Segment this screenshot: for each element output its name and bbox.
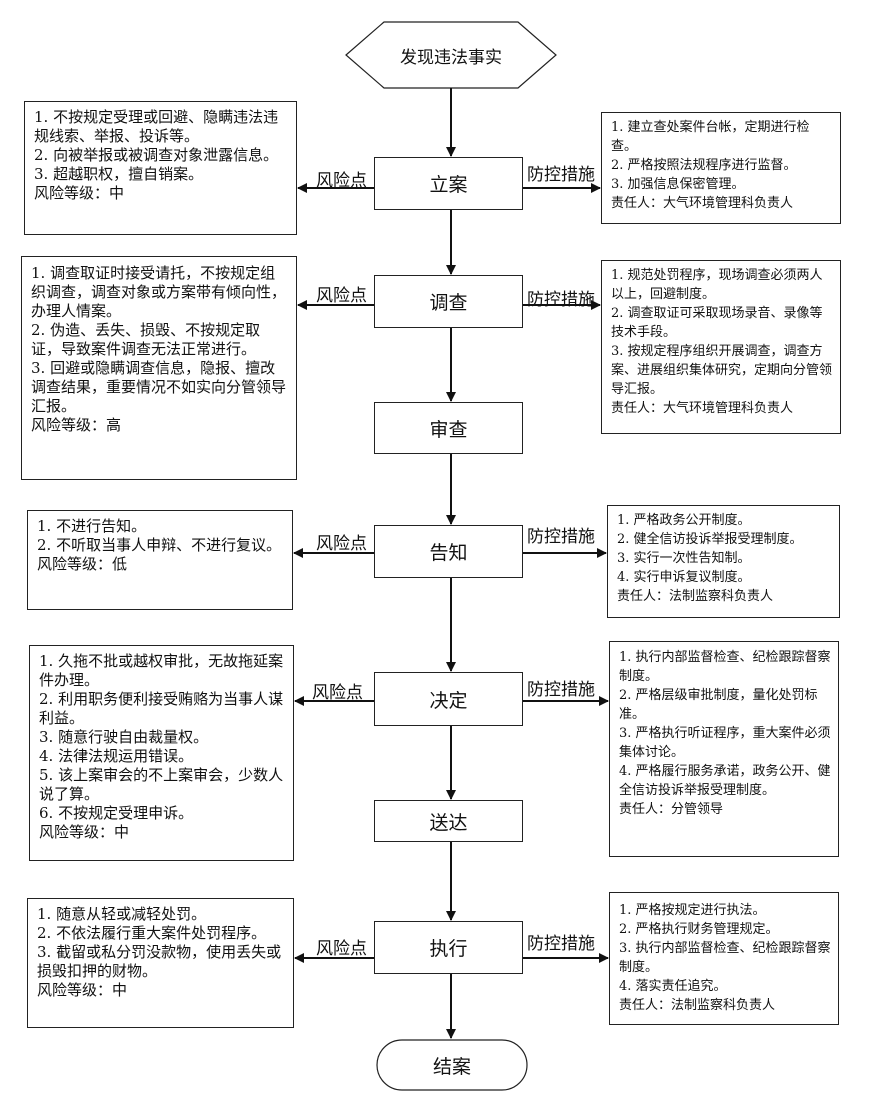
control-label-diaocha: 防控措施 (527, 290, 595, 310)
control-box-zhixing: 1. 严格按规定进行执法。 2. 严格执行财务管理规定。 3. 执行内部监督检查… (609, 892, 839, 1025)
risk-box-gaozhi: 1. 不进行告知。 2. 不听取当事人申辩、不进行复议。 风险等级：低 (27, 510, 293, 610)
control-gaozhi-item-3: 3. 实行一次性告知制。 (617, 551, 751, 566)
control-lian-item-3: 3. 加强信息保密管理。 (611, 177, 745, 192)
risk-label-jueding: 风险点 (312, 683, 363, 703)
control-label-gaozhi: 防控措施 (527, 527, 595, 547)
step-jueding: 决定 (374, 672, 523, 726)
control-zhixing-item-2: 2. 严格执行财务管理规定。 (619, 922, 779, 937)
risk-jueding-item-6: 6. 不按规定受理申诉。 (39, 804, 194, 822)
risk-jueding-level: 风险等级：中 (39, 823, 130, 841)
control-label-lian: 防控措施 (527, 165, 595, 185)
step-diaocha: 调查 (374, 275, 523, 328)
risk-diaocha-level: 风险等级：高 (31, 416, 122, 434)
control-gaozhi-item-4: 4. 实行申诉复议制度。 (617, 570, 751, 585)
control-box-gaozhi: 1. 严格政务公开制度。 2. 健全信访投诉举报受理制度。 3. 实行一次性告知… (607, 505, 840, 618)
risk-gaozhi-item-1: 1. 不进行告知。 (37, 517, 147, 535)
control-gaozhi-owner: 责任人：法制监察科负责人 (617, 589, 774, 604)
step-zhixing: 执行 (374, 921, 523, 974)
control-jueding-item-3: 3. 严格执行听证程序，重大案件必须集体讨论。 (619, 726, 831, 760)
control-diaocha-owner: 责任人：大气环境管理科负责人 (611, 401, 794, 416)
control-jueding-item-1: 1. 执行内部监督检查、纪检跟踪督察制度。 (619, 650, 831, 684)
risk-gaozhi-level: 风险等级：低 (37, 555, 128, 573)
risk-label-gaozhi: 风险点 (316, 534, 367, 554)
risk-box-jueding: 1. 久拖不批或越权审批，无故拖延案件办理。 2. 利用职务便利接受贿赂为当事人… (29, 645, 294, 861)
control-zhixing-item-3: 3. 执行内部监督检查、纪检跟踪督察制度。 (619, 941, 831, 975)
risk-box-lian: 1. 不按规定受理或回避、隐瞒违法违规线索、举报、投诉等。 2. 向被举报或被调… (24, 101, 297, 235)
control-lian-item-1: 1. 建立查处案件台帐，定期进行检查。 (611, 120, 810, 154)
risk-jueding-item-4: 4. 法律法规运用错误。 (39, 747, 194, 765)
end-node-label: 结案 (432, 1055, 471, 1078)
risk-jueding-item-1: 1. 久拖不批或越权审批，无故拖延案件办理。 (39, 652, 284, 689)
risk-box-diaocha: 1. 调查取证时接受请托，不按规定组织调查，调查对象或方案带有倾向性，办理人情案… (21, 256, 297, 480)
step-shencha: 审查 (374, 402, 523, 454)
control-gaozhi-item-2: 2. 健全信访投诉举报受理制度。 (617, 532, 803, 547)
control-zhixing-item-1: 1. 严格按规定进行执法。 (619, 903, 766, 918)
control-diaocha-item-3: 3. 按规定程序组织开展调查，调查方案、进展组织集体研究，定期向分管领导汇报。 (611, 344, 833, 397)
risk-zhixing-item-3: 3. 截留或私分罚没款物，使用丢失或损毁扣押的财物。 (37, 943, 282, 980)
risk-jueding-item-3: 3. 随意行驶自由裁量权。 (39, 728, 209, 746)
control-diaocha-item-1: 1. 规范处罚程序，现场调查必须两人以上，回避制度。 (611, 268, 823, 302)
control-label-jueding: 防控措施 (527, 680, 595, 700)
risk-zhixing-item-2: 2. 不依法履行重大案件处罚程序。 (37, 924, 267, 942)
step-lian: 立案 (374, 157, 523, 210)
step-songda: 送达 (374, 800, 523, 842)
control-zhixing-owner: 责任人：法制监察科负责人 (619, 998, 776, 1013)
end-terminal (376, 1039, 528, 1091)
risk-label-zhixing: 风险点 (316, 939, 367, 959)
risk-label-lian: 风险点 (316, 171, 367, 191)
control-lian-owner: 责任人：大气环境管理科负责人 (611, 196, 794, 211)
risk-diaocha-item-1: 1. 调查取证时接受请托，不按规定组织调查，调查对象或方案带有倾向性，办理人情案… (31, 264, 287, 320)
risk-jueding-item-5: 5. 该上案审会的不上案审会，少数人说了算。 (39, 766, 284, 803)
risk-gaozhi-item-2: 2. 不听取当事人申辩、不进行复议。 (37, 536, 282, 554)
control-jueding-owner: 责任人：分管领导 (619, 802, 724, 817)
control-box-diaocha: 1. 规范处罚程序，现场调查必须两人以上，回避制度。 2. 调查取证可采取现场录… (601, 260, 841, 434)
risk-zhixing-level: 风险等级：中 (37, 981, 128, 999)
control-diaocha-item-2: 2. 调查取证可采取现场录音、录像等技术手段。 (611, 306, 823, 340)
control-label-zhixing: 防控措施 (527, 934, 595, 954)
start-hexagon (345, 21, 557, 89)
control-box-jueding: 1. 执行内部监督检查、纪检跟踪督察制度。 2. 严格层级审批制度，量化处罚标准… (609, 641, 839, 857)
risk-label-diaocha: 风险点 (316, 286, 367, 306)
risk-lian-item-3: 3. 超越职权，擅自销案。 (34, 165, 204, 183)
risk-zhixing-item-1: 1. 随意从轻或减轻处罚。 (37, 905, 207, 923)
risk-diaocha-item-2: 2. 伪造、丢失、损毁、不按规定取证，导致案件调查无法正常进行。 (31, 321, 261, 358)
control-lian-item-2: 2. 严格按照法规程序进行监督。 (611, 158, 797, 173)
start-node-label: 发现违法事实 (400, 47, 502, 68)
step-gaozhi: 告知 (374, 525, 523, 578)
control-jueding-item-2: 2. 严格层级审批制度，量化处罚标准。 (619, 688, 818, 722)
control-jueding-item-4: 4. 严格履行服务承诺，政务公开、健全信访投诉举报受理制度。 (619, 764, 831, 798)
control-zhixing-item-4: 4. 落实责任追究。 (619, 979, 727, 994)
risk-box-zhixing: 1. 随意从轻或减轻处罚。 2. 不依法履行重大案件处罚程序。 3. 截留或私分… (27, 898, 294, 1028)
risk-lian-item-1: 1. 不按规定受理或回避、隐瞒违法违规线索、举报、投诉等。 (34, 108, 279, 145)
control-gaozhi-item-1: 1. 严格政务公开制度。 (617, 513, 751, 528)
risk-diaocha-item-3: 3. 回避或隐瞒调查信息，隐报、擅改调查结果，重要情况不如实向分管领导汇报。 (31, 359, 287, 415)
risk-lian-level: 风险等级：中 (34, 184, 125, 202)
control-box-lian: 1. 建立查处案件台帐，定期进行检查。 2. 严格按照法规程序进行监督。 3. … (601, 112, 841, 224)
risk-jueding-item-2: 2. 利用职务便利接受贿赂为当事人谋利益。 (39, 690, 284, 727)
risk-lian-item-2: 2. 向被举报或被调查对象泄露信息。 (34, 146, 279, 164)
